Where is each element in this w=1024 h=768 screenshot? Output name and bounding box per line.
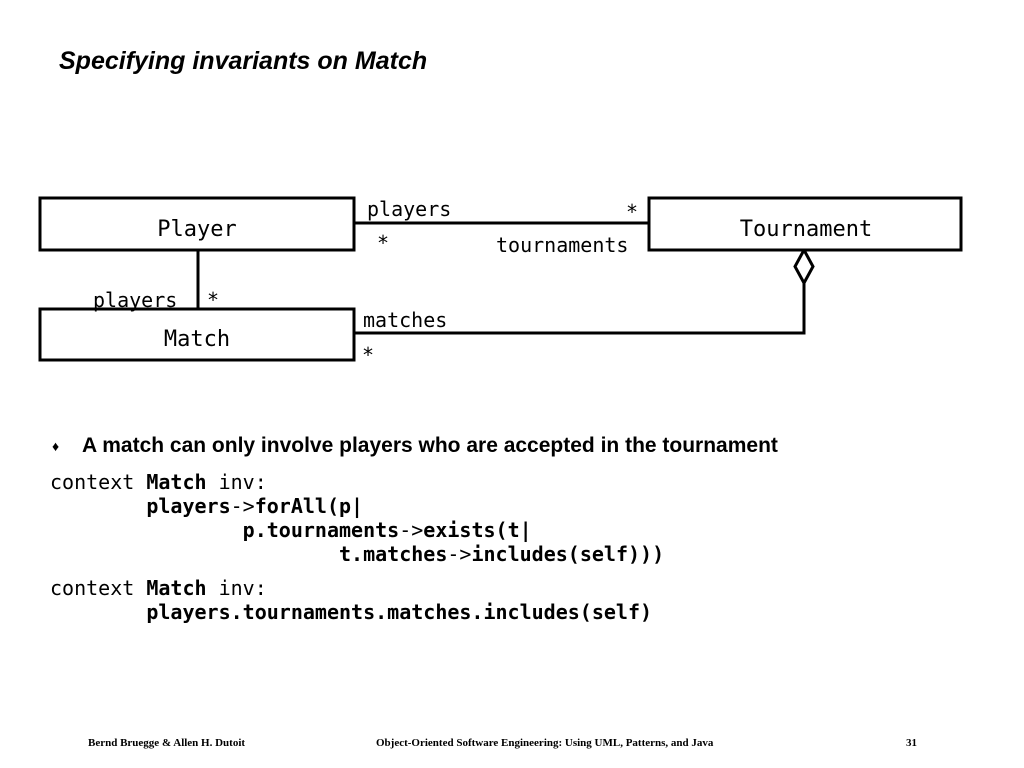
class-player-box bbox=[38, 196, 356, 252]
code-token: p.tournaments bbox=[242, 518, 400, 542]
uml-class-diagram: Player Tournament Match players * * tour… bbox=[38, 196, 963, 367]
context-class: Match bbox=[146, 470, 207, 494]
footer-book-title: Object-Oriented Software Engineering: Us… bbox=[376, 737, 714, 749]
code-token: (t| bbox=[495, 518, 532, 542]
bullet-text: A match can only involve players who are… bbox=[82, 434, 778, 457]
code-token: includes bbox=[471, 542, 568, 566]
role-tournaments: tournaments bbox=[496, 233, 628, 257]
class-tournament-name: Tournament bbox=[740, 217, 872, 242]
role-players-left: players bbox=[93, 288, 177, 312]
class-player: Player bbox=[38, 196, 356, 252]
code-token: forAll bbox=[254, 494, 327, 518]
code-arrow: -> bbox=[399, 518, 424, 542]
multiplicity-matches: * bbox=[362, 343, 374, 367]
code-token: (p| bbox=[326, 494, 364, 518]
class-tournament-box bbox=[647, 196, 963, 252]
class-match-name: Match bbox=[164, 327, 230, 352]
multiplicity-players-left: * bbox=[207, 288, 219, 312]
ocl-constraint-1: context Match inv: players->forAll(p| p.… bbox=[50, 470, 664, 566]
context-class: Match bbox=[146, 576, 207, 600]
footer-authors: Bernd Bruegge & Allen H. Dutoit bbox=[88, 737, 246, 749]
role-matches: matches bbox=[363, 308, 447, 332]
code-token: (self))) bbox=[567, 542, 665, 566]
code-token: t.matches bbox=[338, 542, 448, 566]
code-token: exists bbox=[423, 518, 496, 542]
class-match-box bbox=[38, 307, 356, 362]
keyword-context: context bbox=[50, 470, 147, 494]
slide-title: Specifying invariants on Match bbox=[59, 47, 428, 75]
aggregation-diamond-icon bbox=[793, 246, 815, 287]
tournament-matches-aggregation bbox=[354, 283, 806, 335]
keyword-inv: inv: bbox=[206, 470, 267, 494]
keyword-inv: inv: bbox=[206, 576, 267, 600]
role-players-top: players bbox=[367, 197, 451, 221]
code-token: players bbox=[146, 494, 231, 518]
footer-page-number: 31 bbox=[906, 737, 917, 749]
class-match: Match bbox=[38, 307, 356, 362]
class-player-name: Player bbox=[157, 217, 236, 242]
code-token: players.tournaments.matches.includes(sel… bbox=[146, 600, 653, 624]
diamond-bullet-icon: ♦ bbox=[52, 438, 60, 454]
code-arrow: -> bbox=[447, 542, 472, 566]
ocl-constraint-2: context Match inv: players.tournaments.m… bbox=[50, 576, 652, 624]
code-arrow: -> bbox=[230, 494, 255, 518]
multiplicity-tournaments: * bbox=[377, 231, 389, 255]
multiplicity-players-top: * bbox=[626, 200, 638, 224]
keyword-context: context bbox=[50, 576, 147, 600]
class-tournament: Tournament bbox=[647, 196, 963, 252]
bullet-point: ♦ A match can only involve players who a… bbox=[52, 434, 778, 458]
